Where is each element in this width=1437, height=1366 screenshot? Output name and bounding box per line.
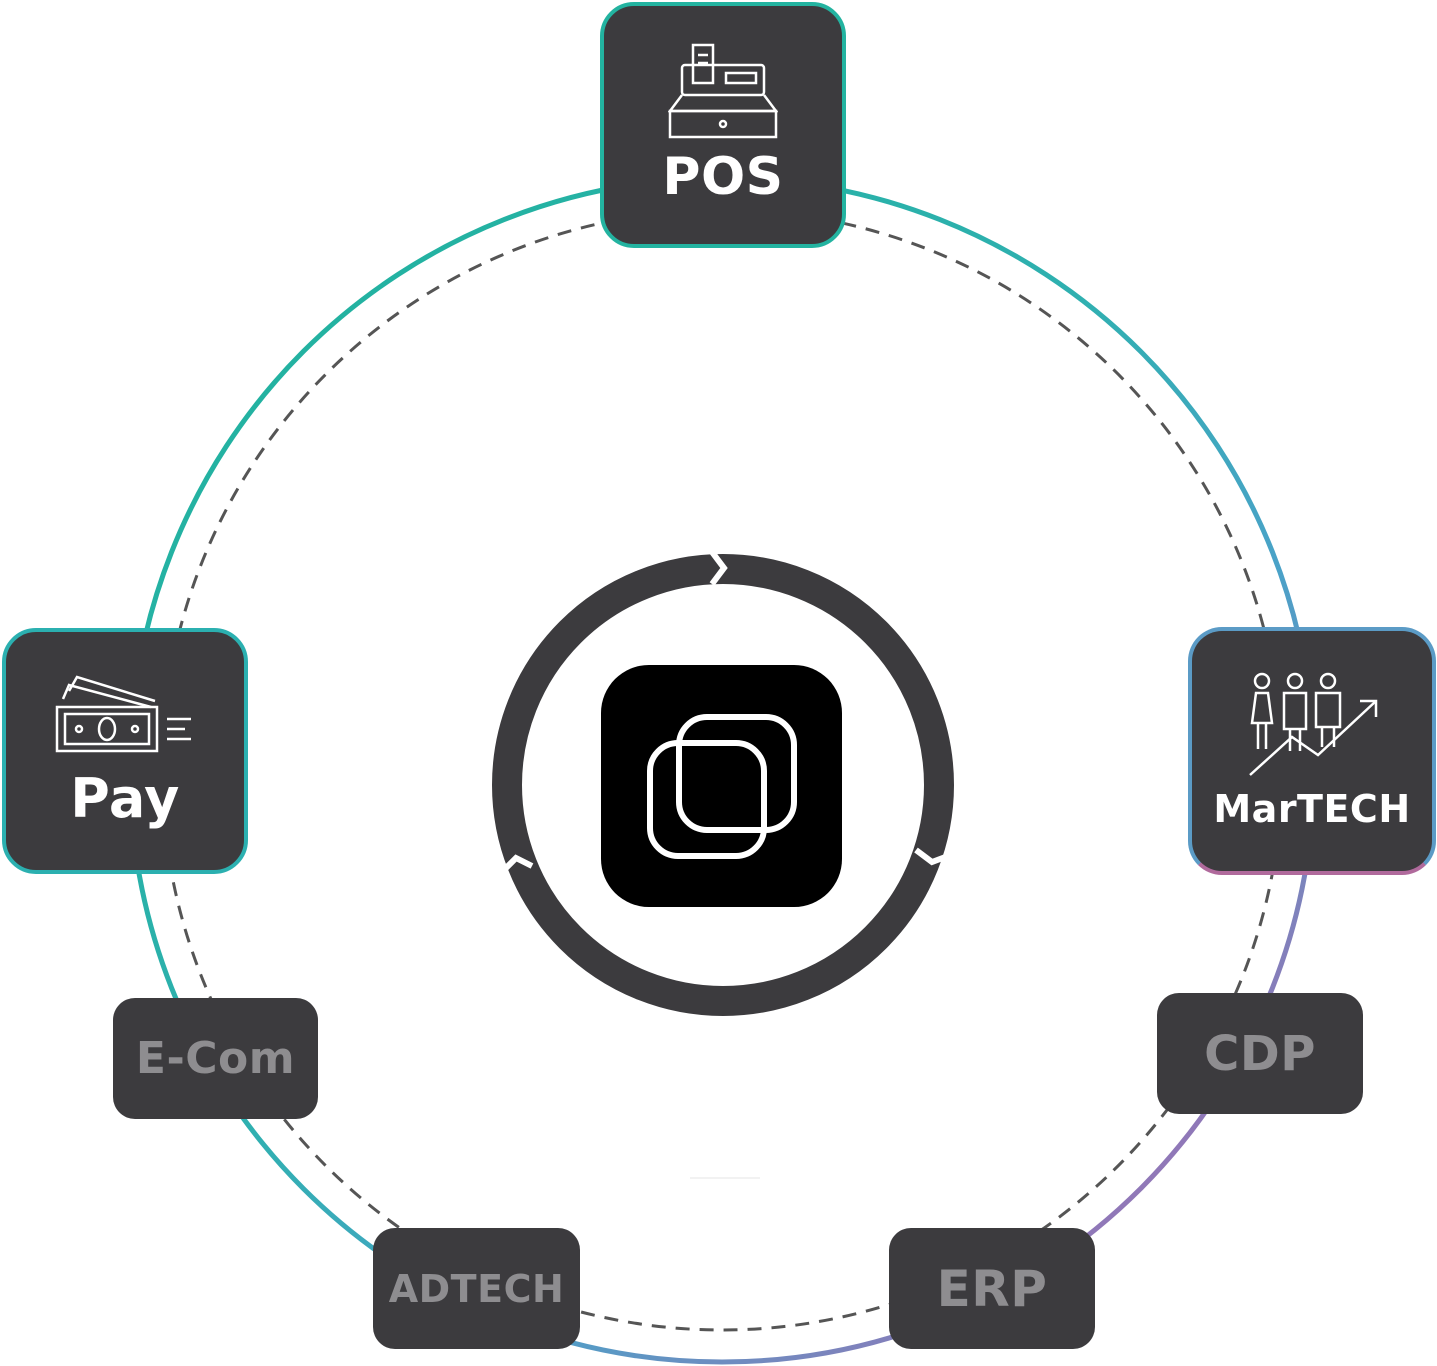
node-label: E-Com xyxy=(135,1033,296,1084)
hub-tile xyxy=(601,665,842,907)
cash-register-icon xyxy=(668,43,778,139)
node-martech[interactable]: MarTECH xyxy=(1188,627,1436,875)
cycle-arrow-top xyxy=(709,550,728,586)
node-label: MarTECH xyxy=(1213,787,1411,831)
node-pay[interactable]: Pay xyxy=(2,628,248,874)
node-cdp[interactable]: CDP xyxy=(1157,993,1363,1114)
node-erp[interactable]: ERP xyxy=(889,1228,1095,1349)
node-label: ERP xyxy=(936,1259,1048,1318)
node-adtech[interactable]: ADTECH xyxy=(373,1228,580,1349)
node-label: Pay xyxy=(70,766,180,830)
stacked-squares-logo-icon xyxy=(647,714,797,859)
node-label: ADTECH xyxy=(388,1266,565,1311)
node-label: CDP xyxy=(1204,1025,1316,1082)
cycle-arrow-left xyxy=(497,854,534,877)
cycle-arrow-right xyxy=(914,847,950,866)
people-growth-icon xyxy=(1249,672,1378,776)
node-ecom[interactable]: E-Com xyxy=(113,998,318,1119)
node-label: POS xyxy=(662,147,784,207)
node-pos[interactable]: POS xyxy=(600,2,846,248)
money-bills-icon xyxy=(55,675,191,752)
